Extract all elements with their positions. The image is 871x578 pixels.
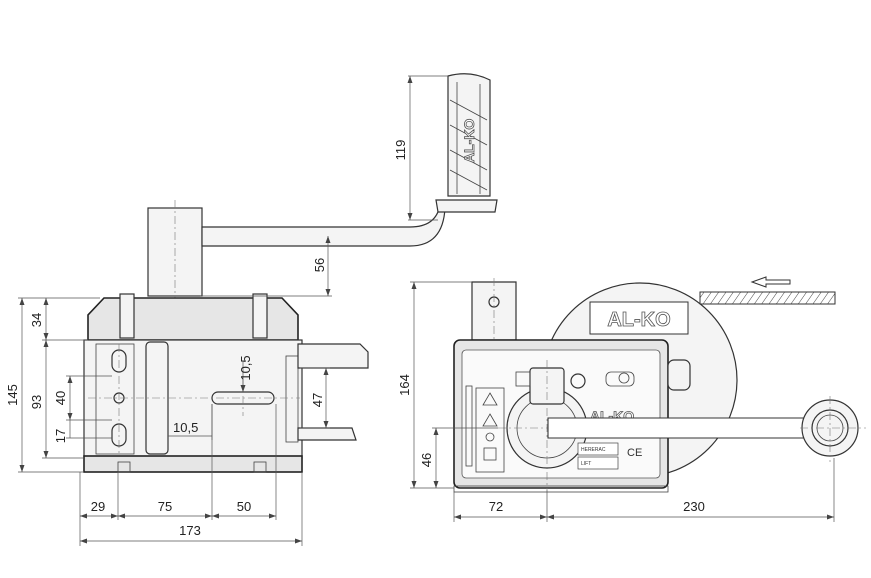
dim-40: 40 <box>53 391 68 405</box>
dim-230: 230 <box>683 499 705 514</box>
dim-34: 34 <box>29 313 44 327</box>
handle-brand-logo: AL-KO <box>461 119 477 163</box>
front-view: AL-KO <box>5 73 498 546</box>
drum-brand-logo: AL-KO <box>607 309 670 331</box>
dim-173: 173 <box>179 523 201 538</box>
front-dimensions: 119 56 145 34 93 40 17 <box>5 75 448 546</box>
dim-17: 17 <box>53 429 68 443</box>
dim-50: 50 <box>237 499 251 514</box>
dim-10-5-vertical: 10,5 <box>238 355 253 380</box>
dim-47: 47 <box>310 393 325 407</box>
dim-75: 75 <box>158 499 172 514</box>
cable-arm <box>547 417 809 439</box>
dim-29: 29 <box>91 499 105 514</box>
dim-46: 46 <box>419 453 434 467</box>
dim-164: 164 <box>397 374 412 396</box>
side-dimensions: 164 46 72 230 <box>397 281 835 522</box>
winch-housing-front <box>83 293 369 473</box>
side-view: AL-KO AL-KO HERERAC LI <box>397 276 866 522</box>
rope <box>699 291 836 305</box>
pull-direction-arrow <box>750 276 791 288</box>
ce-mark: CE <box>627 447 642 459</box>
dim-119: 119 <box>393 140 408 161</box>
crank-handle: AL-KO <box>147 73 498 300</box>
dim-145: 145 <box>5 384 20 406</box>
dim-56: 56 <box>312 258 327 272</box>
plate-line-1: HERERAC <box>581 447 606 453</box>
dim-72: 72 <box>489 499 503 514</box>
dim-10-5-horizontal: 10,5 <box>173 420 198 435</box>
dim-93: 93 <box>29 395 44 409</box>
plate-line-2: LIFT <box>581 461 591 467</box>
